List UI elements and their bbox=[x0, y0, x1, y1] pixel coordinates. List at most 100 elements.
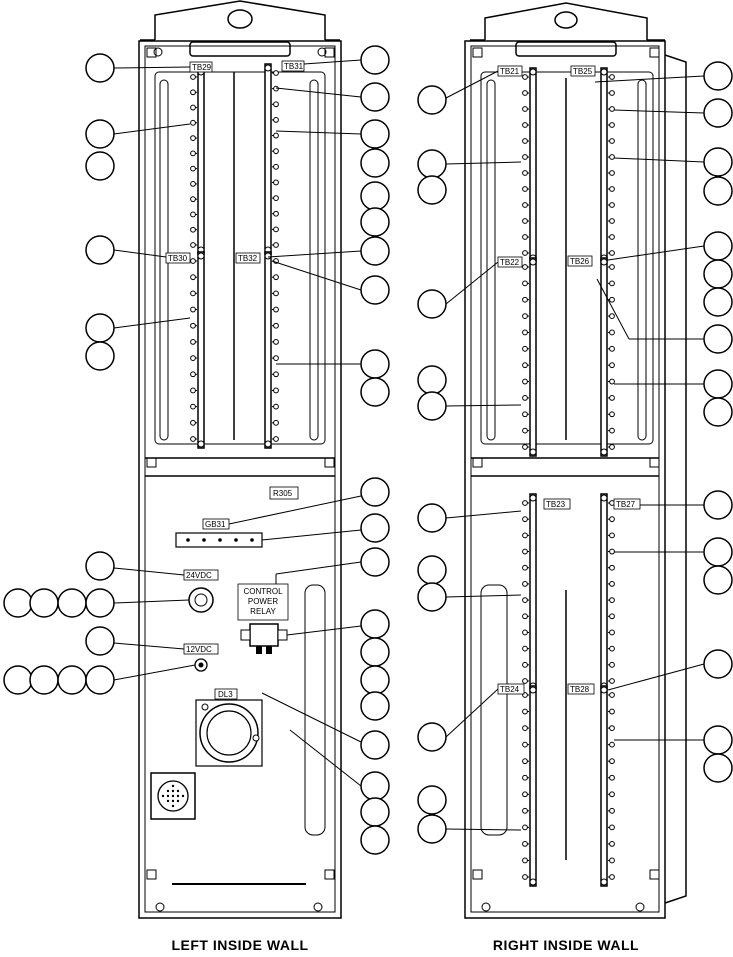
right-callout-3 bbox=[417, 289, 447, 319]
left-leader-3-0 bbox=[113, 249, 167, 258]
tb24-strip-terminal-5 bbox=[522, 774, 528, 781]
left-bolt-1 bbox=[317, 47, 327, 57]
leader-24v bbox=[113, 567, 185, 576]
tb32-strip-terminal-2 bbox=[273, 290, 279, 297]
relay-tab-right bbox=[277, 629, 288, 641]
left-right-callout-8 bbox=[360, 349, 390, 379]
right-leader-11-0 bbox=[445, 828, 522, 831]
lower-callout-relay-3 bbox=[360, 665, 390, 695]
tb28-strip-terminal-7 bbox=[609, 807, 615, 814]
relay-pin-2 bbox=[266, 646, 272, 654]
left-right-callout-9 bbox=[360, 377, 390, 407]
leader-gb-bar bbox=[261, 529, 362, 541]
tb28-strip-terminal-1 bbox=[609, 708, 615, 715]
tb24-strip-terminal-7 bbox=[522, 807, 528, 814]
tb25-strip-terminal-5 bbox=[609, 154, 615, 160]
right-leader-6-0 bbox=[445, 510, 522, 519]
tb21-strip-terminal-3 bbox=[522, 122, 528, 128]
tb29-strip-terminal-6 bbox=[190, 165, 196, 172]
connector-pin-2-4 bbox=[181, 794, 185, 798]
tb21-strip-terminal-6 bbox=[522, 170, 528, 176]
connector-pin-3-3 bbox=[176, 799, 180, 803]
right-corner-bracket-4 bbox=[472, 869, 483, 880]
tb32-strip-terminal-6 bbox=[273, 355, 279, 361]
lower-callout-lamp-2 bbox=[360, 797, 390, 827]
tb28-strip bbox=[600, 685, 615, 887]
tb27-strip-terminal-7 bbox=[609, 613, 615, 620]
tb28-strip-end-bottom bbox=[600, 878, 608, 886]
right-right-callout-7 bbox=[703, 324, 733, 354]
tb21-strip-end-top bbox=[529, 68, 537, 76]
leader-receptacle bbox=[113, 599, 190, 604]
right-right-callout-13 bbox=[703, 649, 733, 679]
right-right-leader-0-0 bbox=[594, 75, 705, 83]
tb22-strip bbox=[522, 257, 537, 457]
tb27-strip-terminal-4 bbox=[609, 564, 615, 571]
tb29-strip-terminal-1 bbox=[190, 89, 196, 96]
left-corner-bracket-1 bbox=[324, 47, 335, 58]
tb29-strip-rail bbox=[197, 67, 205, 255]
left-right-callout-4 bbox=[360, 181, 390, 211]
tb22-strip-terminal-10 bbox=[522, 427, 528, 434]
tb32-strip-terminal-3 bbox=[273, 306, 279, 313]
left-corner-bracket-0 bbox=[146, 47, 157, 58]
tb22-label: TB22 bbox=[500, 258, 520, 267]
tb22-strip-terminal-8 bbox=[522, 395, 528, 401]
tb23-strip-terminal-3 bbox=[522, 548, 528, 555]
right-leader-0-0 bbox=[445, 70, 499, 99]
tb29-strip-terminal-3 bbox=[190, 119, 196, 126]
left-callout-2 bbox=[85, 151, 115, 181]
tb25-strip-terminal-0 bbox=[609, 74, 615, 80]
left-corner-bracket-3 bbox=[324, 457, 335, 468]
tb32-strip-terminal-8 bbox=[273, 387, 279, 394]
relay-label-line1: CONTROL bbox=[243, 587, 283, 596]
right-right-callout-0 bbox=[703, 61, 733, 91]
left-roof-knob bbox=[227, 9, 253, 29]
tb28-strip-terminal-10 bbox=[609, 857, 615, 864]
right-callout-7 bbox=[417, 555, 447, 585]
tb30-strip-rail bbox=[197, 251, 205, 449]
tb22-strip-terminal-5 bbox=[522, 345, 528, 352]
tb25-strip-terminal-3 bbox=[609, 122, 615, 128]
lower-callout-relay-1 bbox=[360, 609, 390, 639]
tb26-strip-terminal-10 bbox=[609, 427, 615, 434]
tb22-strip-end-bottom bbox=[529, 448, 537, 456]
right-outer-frame bbox=[464, 40, 666, 919]
tb30-strip-terminal-5 bbox=[190, 339, 196, 345]
tb21-strip-terminal-4 bbox=[522, 138, 528, 144]
left-callout-4 bbox=[85, 313, 115, 343]
tb28-strip-terminal-2 bbox=[609, 725, 615, 731]
12vdc-label: 12VDC bbox=[186, 645, 212, 654]
tb24-strip-terminal-2 bbox=[522, 725, 528, 731]
right-callout-11 bbox=[417, 814, 447, 844]
tb28-label: TB28 bbox=[570, 685, 590, 694]
connector-pin-1-1 bbox=[166, 789, 170, 793]
left-right-leader-0-0 bbox=[303, 59, 362, 65]
tb27-strip-rail bbox=[600, 493, 608, 691]
tb26-strip-terminal-7 bbox=[609, 378, 615, 385]
tb26-strip-terminal-3 bbox=[609, 313, 615, 319]
left-callout-fitting-3 bbox=[85, 665, 115, 695]
dl3-screw-1 bbox=[201, 703, 209, 711]
tb23-strip-terminal-1 bbox=[522, 516, 528, 523]
tb28-strip-terminal-5 bbox=[609, 774, 615, 781]
tb21-strip bbox=[522, 67, 537, 263]
tb26-label: TB26 bbox=[570, 257, 590, 266]
tb29-strip-terminal-2 bbox=[190, 104, 196, 111]
tb32-strip bbox=[264, 251, 279, 449]
right-right-leader-4-0 bbox=[607, 245, 705, 261]
relay-label-line3: RELAY bbox=[250, 607, 276, 616]
tb23-strip-terminal-7 bbox=[522, 613, 528, 620]
tb23-strip-terminal-2 bbox=[522, 532, 528, 539]
tb25-strip-rail bbox=[600, 67, 608, 263]
24vdc-label: 24VDC bbox=[186, 571, 212, 580]
tb22-strip-terminal-9 bbox=[522, 411, 528, 418]
tb29-strip-terminal-7 bbox=[190, 181, 196, 187]
leader-relay bbox=[286, 625, 362, 636]
leader-dl3 bbox=[261, 692, 362, 743]
relay-pin-1 bbox=[256, 646, 262, 654]
lower-callout-dl3 bbox=[360, 730, 390, 760]
left-right-callout-3 bbox=[360, 148, 390, 178]
tb31-strip-end-top bbox=[264, 64, 272, 72]
tb26-strip-end-top bbox=[600, 258, 608, 266]
